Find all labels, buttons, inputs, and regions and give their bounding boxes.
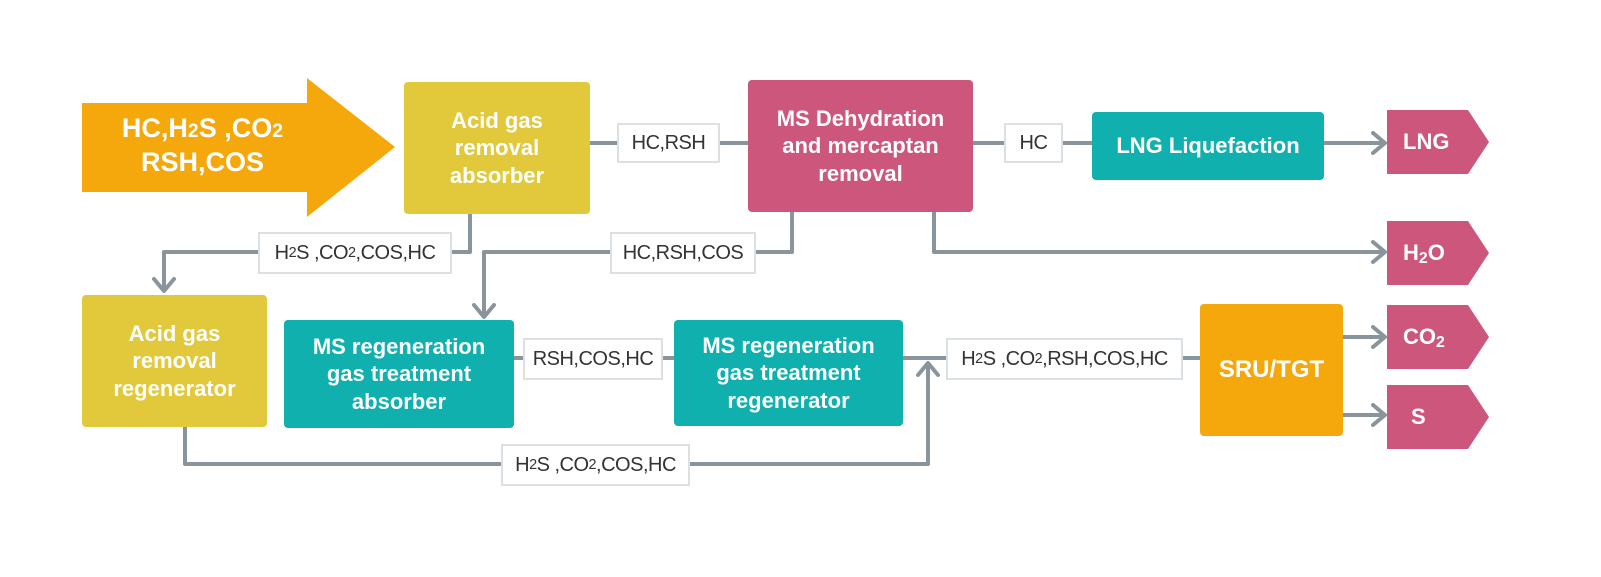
arrowhead-lng	[1371, 131, 1387, 155]
arrowhead-ms-absorber	[472, 303, 496, 319]
output-tag-s-shape	[1387, 385, 1489, 449]
arrowhead-junction	[916, 361, 940, 377]
flow-line-to-h2o	[932, 210, 1386, 254]
output-s: S	[1411, 404, 1426, 429]
arrowhead-regenerator	[152, 277, 176, 293]
feed-line-1: HC,H2S ,CO2	[121, 113, 284, 143]
output-tag-lng-shape	[1387, 110, 1489, 174]
stream-label-hc-rsh-cos: HC,RSH,COS	[610, 232, 756, 274]
arrowhead-h2o	[1371, 240, 1387, 264]
stream-label-hc-rsh: HC,RSH	[617, 123, 720, 163]
acid-gas-removal-regenerator: Acid gas removal regenerator	[82, 295, 267, 427]
feed-composition: HC,H2S ,CO2 RSH,COS	[100, 112, 305, 180]
ms-dehydration-mercaptan-removal: MS Dehydration and mercaptan removal	[748, 80, 973, 212]
output-tag-h2o-shape	[1387, 221, 1489, 285]
ms-regeneration-gas-treatment-absorber: MS regeneration gas treatment absorber	[284, 320, 514, 428]
lng-liquefaction: LNG Liquefaction	[1092, 112, 1324, 180]
output-lng: LNG	[1403, 129, 1450, 154]
stream-label-hc: HC	[1004, 123, 1063, 163]
arrowhead-s	[1371, 403, 1387, 427]
output-tag-co2-shape	[1387, 305, 1489, 369]
sru-tgt: SRU/TGT	[1200, 304, 1343, 436]
feed-line-2: RSH,COS	[140, 146, 265, 177]
stream-label-rsh-cos-hc: RSH,COS,HC	[523, 338, 663, 380]
feed-arrow	[82, 78, 395, 217]
acid-gas-removal-absorber: Acid gas removal absorber	[404, 82, 590, 214]
ms-regeneration-gas-treatment-regenerator: MS regeneration gas treatment regenerato…	[674, 320, 903, 426]
arrowhead-co2	[1371, 325, 1387, 349]
